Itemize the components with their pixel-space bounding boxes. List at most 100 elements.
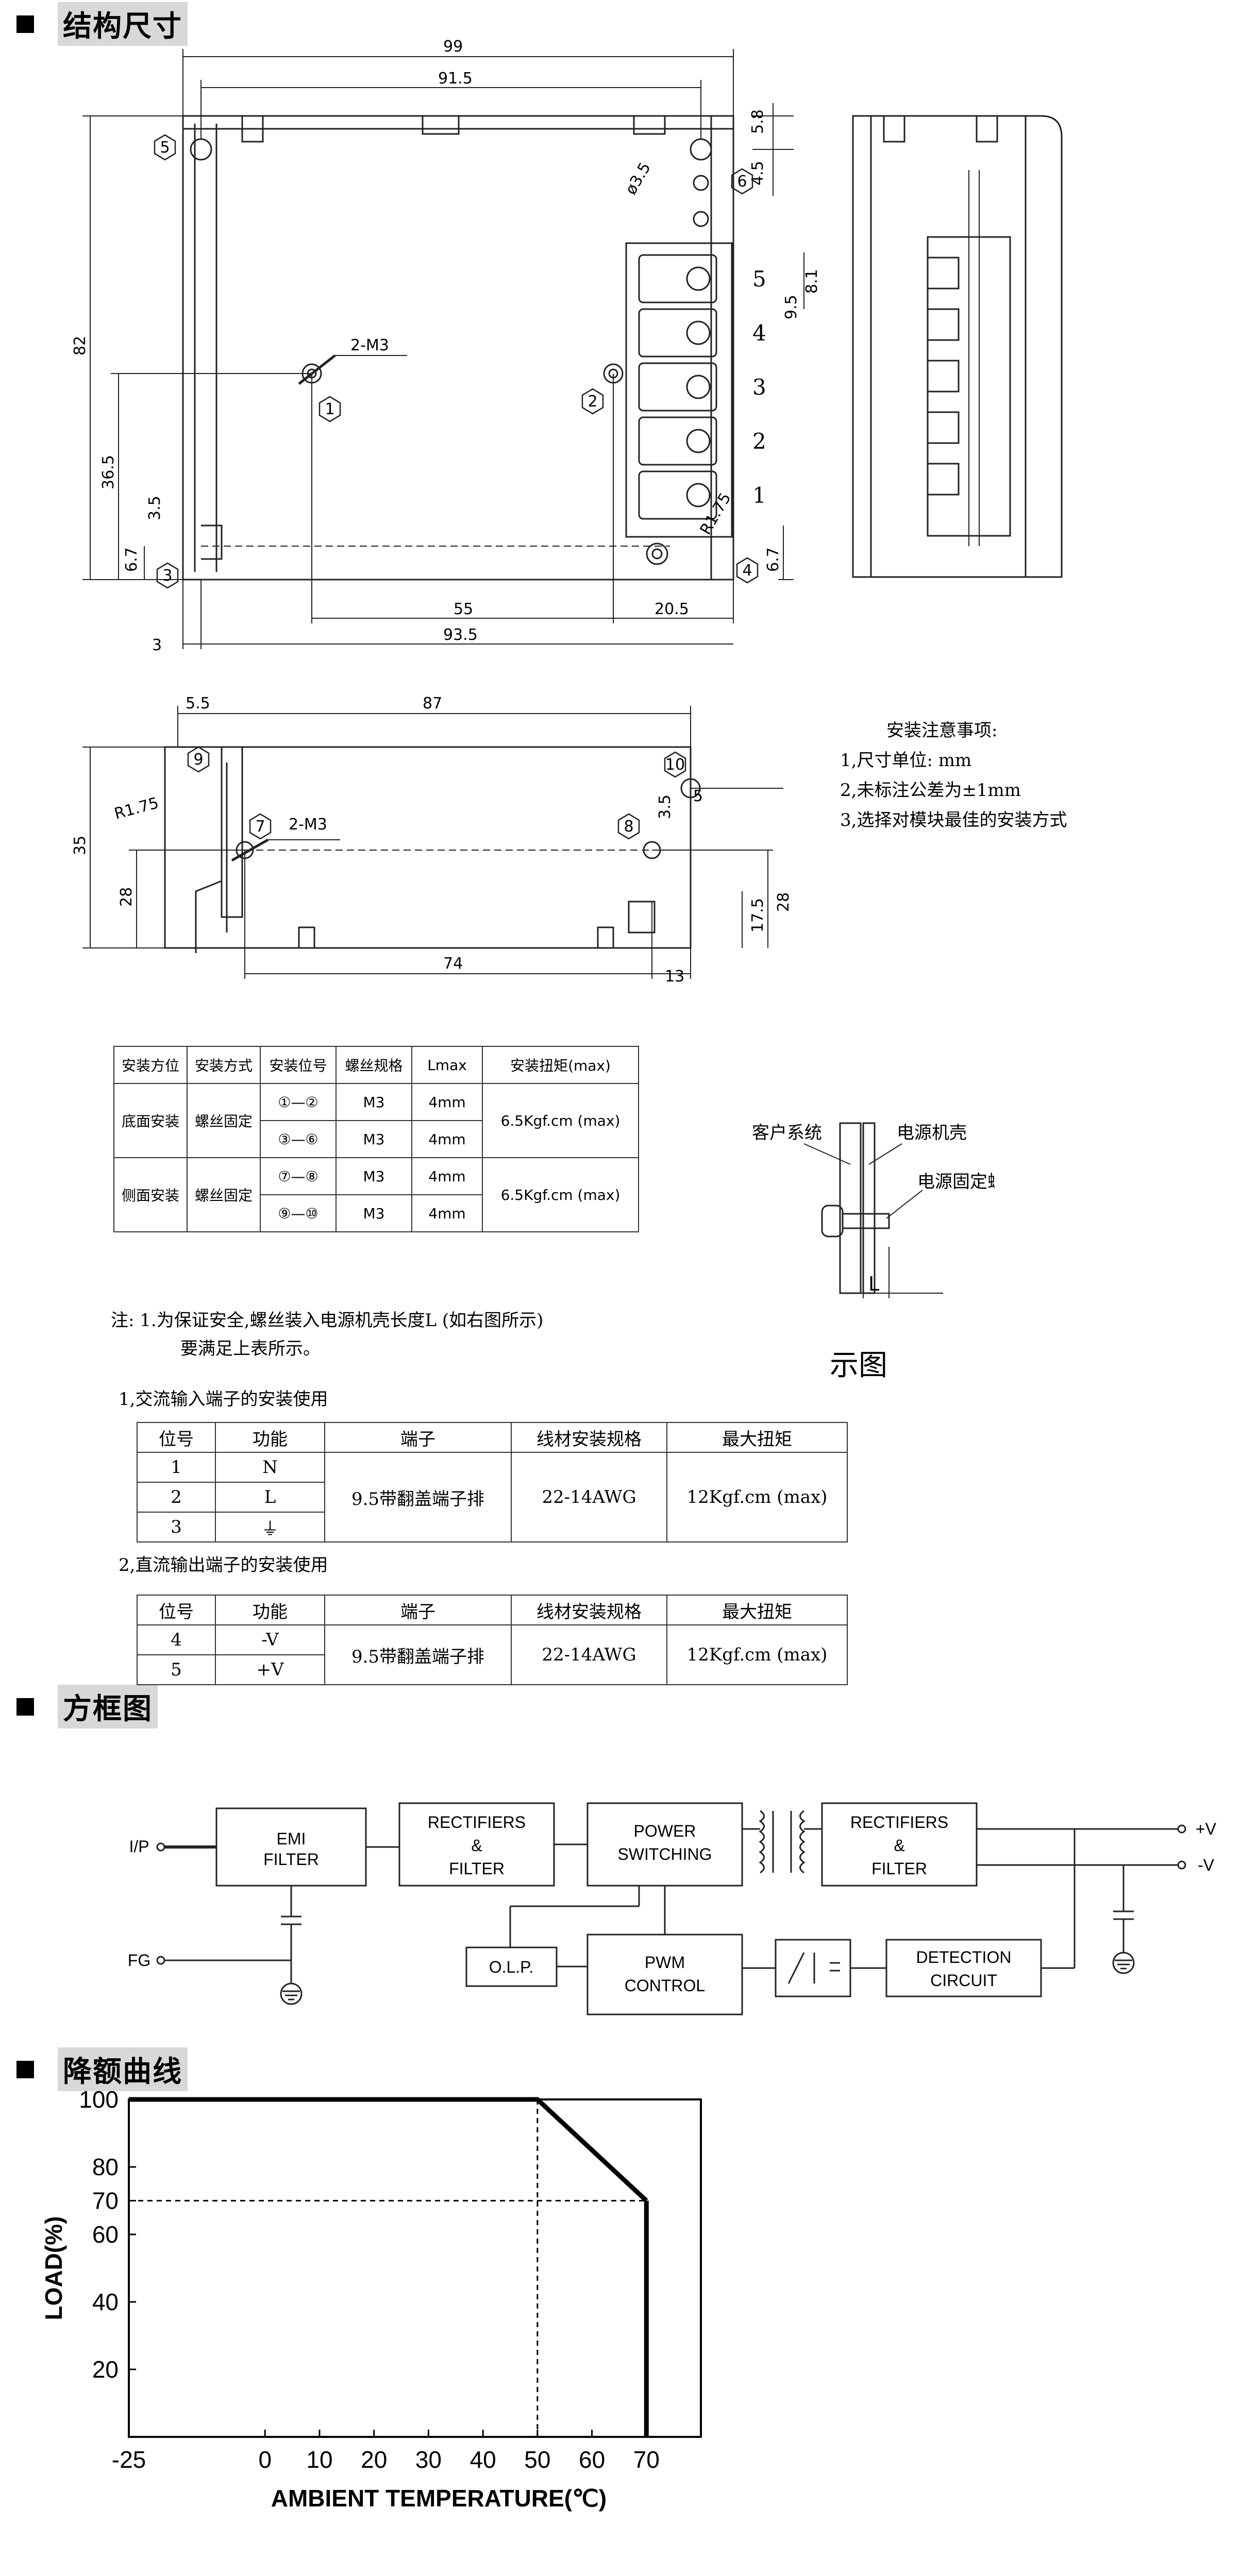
dim-9-5: 9.5 bbox=[782, 295, 800, 319]
terminal-num-4: 4 bbox=[752, 320, 766, 346]
label-l: L bbox=[868, 1273, 879, 1295]
x-tick-label: 10 bbox=[306, 2446, 332, 2473]
mount-pair: ①—② bbox=[260, 1083, 337, 1121]
dim-3-5-side: 3.5 bbox=[656, 794, 674, 819]
dc-terminal: 9.5带翻盖端子排 bbox=[324, 1624, 512, 1685]
section-block: 方框图 bbox=[0, 1685, 158, 1728]
ac-table-caption: 1,交流输入端子的安装使用 bbox=[119, 1389, 328, 1410]
fg-label: FG bbox=[128, 1951, 150, 1970]
y-tick-label: 80 bbox=[92, 2154, 119, 2180]
ground-icon bbox=[1112, 1952, 1135, 1974]
y-tick-label: 70 bbox=[92, 2188, 119, 2214]
mount-method-side: 螺丝固定 bbox=[187, 1157, 261, 1232]
mount-screw: M3 bbox=[336, 1120, 412, 1158]
mount-screw: M3 bbox=[336, 1083, 412, 1121]
detection-label-1: DETECTION bbox=[916, 1948, 1012, 1967]
mount-header-lmax: Lmax bbox=[411, 1046, 483, 1084]
dim-3: 3 bbox=[152, 636, 162, 654]
section-derating: 降额曲线 bbox=[0, 2047, 188, 2091]
dc-table-caption: 2,直流输出端子的安装使用 bbox=[119, 1555, 328, 1575]
mount-position-side: 侧面安装 bbox=[113, 1157, 188, 1232]
mount-lmax: 4mm bbox=[411, 1194, 483, 1232]
ac-torque: 12Kgf.cm (max) bbox=[666, 1452, 848, 1543]
mount-pair: ⑨—⑩ bbox=[260, 1194, 337, 1232]
ac-header-torque: 最大扭矩 bbox=[666, 1422, 848, 1453]
power-switching-block bbox=[586, 1802, 743, 1887]
dim-2-m3: 2-M3 bbox=[350, 336, 389, 354]
note-line-2: 要满足上表所示。 bbox=[180, 1338, 321, 1359]
dc-header-torque: 最大扭矩 bbox=[666, 1595, 848, 1625]
illustration-caption: 示图 bbox=[830, 1349, 887, 1382]
marker-7: 7 bbox=[255, 818, 265, 836]
mount-pair: ⑦—⑧ bbox=[260, 1157, 337, 1195]
dim-3-5: 3.5 bbox=[146, 496, 164, 520]
section-structure: 结构尺寸 bbox=[0, 2, 188, 46]
ac-wire: 22-14AWG bbox=[511, 1452, 667, 1543]
power-label-2: SWITCHING bbox=[617, 1845, 712, 1863]
marker-5: 5 bbox=[160, 139, 170, 157]
label-customer-system: 客户系统 bbox=[752, 1123, 822, 1143]
mount-method-bottom: 螺丝固定 bbox=[187, 1083, 261, 1158]
label-fix-screw: 电源固定螺丝 bbox=[917, 1172, 995, 1192]
ac-row-no: 3 bbox=[137, 1512, 216, 1543]
ip-label: I/P bbox=[129, 1837, 149, 1856]
chassis-outline bbox=[182, 115, 734, 581]
mount-header-method: 安装方式 bbox=[187, 1046, 261, 1084]
rect1-label-3: FILTER bbox=[449, 1859, 505, 1878]
marker-8: 8 bbox=[624, 818, 633, 836]
dim-99: 99 bbox=[443, 38, 463, 56]
dim-55: 55 bbox=[454, 600, 473, 618]
dim-5-5: 5.5 bbox=[186, 694, 210, 713]
side-view-drawing: 5.5 87 R1.75 2-M3 35 28 3.5 5 28 17.5 74… bbox=[71, 694, 793, 984]
mount-header-screw: 螺丝规格 bbox=[336, 1046, 412, 1084]
ac-row-function: N bbox=[215, 1452, 325, 1483]
plot-frame bbox=[128, 2098, 702, 2438]
section-title-derating: 降额曲线 bbox=[58, 2047, 188, 2091]
ac-header-terminal: 端子 bbox=[324, 1422, 512, 1453]
dim-87: 87 bbox=[423, 694, 442, 713]
note-line-1: 注: 1.为保证安全,螺丝装入电源机壳长度L (如右图所示) bbox=[111, 1310, 544, 1331]
optocoupler-block bbox=[775, 1939, 851, 1997]
right-side-view bbox=[852, 115, 1063, 578]
emi-label-2: FILTER bbox=[263, 1850, 319, 1869]
ac-header-function: 功能 bbox=[215, 1422, 325, 1453]
dim-36-5: 36.5 bbox=[99, 455, 118, 489]
rect1-label-1: RECTIFIERS bbox=[428, 1813, 526, 1832]
install-note-2: 2,未标注公差为±1mm bbox=[840, 780, 1021, 801]
ac-header-no: 位号 bbox=[137, 1422, 216, 1453]
install-note-1: 1,尺寸单位: mm bbox=[840, 750, 972, 771]
section-title-block: 方框图 bbox=[58, 1685, 158, 1728]
marker-4: 4 bbox=[742, 562, 752, 580]
detection-label-2: CIRCUIT bbox=[930, 1971, 997, 1990]
rect2-label-1: RECTIFIERS bbox=[850, 1813, 948, 1832]
dim-5-8: 5.8 bbox=[749, 109, 767, 134]
dim-20-5: 20.5 bbox=[655, 600, 689, 618]
ac-terminal: 9.5带翻盖端子排 bbox=[324, 1452, 512, 1543]
y-tick-label: 60 bbox=[92, 2221, 119, 2248]
dc-row-no: 4 bbox=[137, 1624, 216, 1655]
ac-terminal-table: 位号 功能 端子 线材安装规格 最大扭矩 1 N 9.5带翻盖端子排 22-14… bbox=[137, 1422, 848, 1543]
plus-v-label: +V bbox=[1196, 1820, 1217, 1838]
y-axis-label: LOAD(%) bbox=[40, 2216, 67, 2320]
power-label-1: POWER bbox=[634, 1822, 696, 1840]
x-tick-label: 70 bbox=[633, 2446, 660, 2473]
terminal-num-5: 5 bbox=[752, 266, 766, 292]
terminal-num-3: 3 bbox=[752, 375, 766, 400]
dim-2-m3-side: 2-M3 bbox=[289, 816, 327, 834]
pwm-control-block bbox=[586, 1934, 743, 2015]
x-tick-label: 40 bbox=[470, 2446, 496, 2473]
marker-2: 2 bbox=[588, 393, 597, 411]
dc-header-terminal: 端子 bbox=[324, 1595, 512, 1625]
pwm-label-2: CONTROL bbox=[625, 1976, 705, 1995]
mount-header-pair: 安装位号 bbox=[260, 1046, 337, 1084]
ac-row-no: 2 bbox=[137, 1482, 216, 1513]
emi-label-1: EMI bbox=[277, 1829, 306, 1848]
dim-35: 35 bbox=[71, 836, 89, 855]
block-diagram: EMI FILTER RECTIFIERS & FILTER POWER SWI… bbox=[128, 1802, 1217, 2015]
ground-icon: ⏚ bbox=[215, 1512, 325, 1543]
ac-header-wire: 线材安装规格 bbox=[511, 1422, 667, 1453]
rect2-label-2: & bbox=[894, 1836, 904, 1855]
dc-torque: 12Kgf.cm (max) bbox=[666, 1624, 848, 1685]
x-tick-label: 0 bbox=[258, 2446, 272, 2473]
